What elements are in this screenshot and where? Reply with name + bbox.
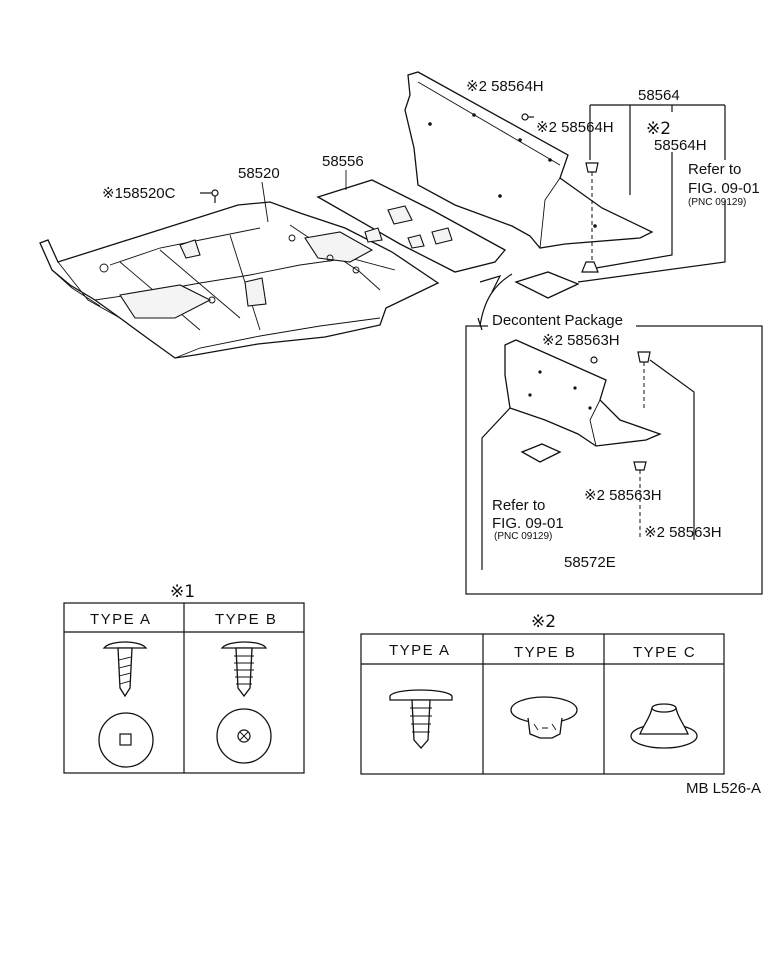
clip2-type-b-icon [510,696,578,739]
clip-icon-58564h-lower [581,261,599,273]
label-58564h-right-mark: ※2 [646,119,671,139]
table2-header-type-c: TYPE C [633,644,696,661]
table1-header-type-a: TYPE A [90,611,152,628]
clip-type-b-icon [216,641,272,764]
label-58520c: ※158520C [102,185,176,202]
label-decontent-package: Decontent Package [492,312,623,329]
label-58563h-top: ※2 58563H [542,332,620,349]
clip-icon-58563h-right [637,351,651,363]
clip-icon-58563h-lower [633,461,647,471]
table2-header-type-b: TYPE B [514,644,576,661]
floor-pad-58556 [316,179,507,273]
refer-top-line1: Refer to [688,161,741,178]
label-58520: 58520 [238,165,280,182]
clip-icon-58563h-top [590,356,598,364]
figure-code: MB L526-A [686,780,761,797]
table2-mark: ※2 [531,612,556,632]
rear-trim-58564 [404,71,654,249]
clip-icon-58520c [200,189,219,203]
label-58564h-top: ※2 58564H [466,78,544,95]
label-58563h-mid: ※2 58563H [584,487,662,504]
refer-inner-line3: (PNC 09129) [494,531,552,542]
label-58563h-low: ※2 58563H [644,524,722,541]
clip2-type-a-icon [389,689,453,749]
clip-icon-58564h-top [521,113,534,121]
floor-carpet-58520 [39,201,440,359]
table2-header-type-a: TYPE A [389,642,451,659]
fastener-table-2 [360,633,725,775]
clip-icon-58564h-upper [585,162,599,173]
table1-mark: ※1 [170,582,195,602]
refer-top-line2: FIG. 09-01 [688,180,760,197]
rear-trim-58572e [504,339,662,447]
label-58564: 58564 [638,87,680,104]
refer-top-line3: (PNC 09129) [688,197,746,208]
refer-inner-line1: Refer to [492,497,545,514]
refer-inner-line2: FIG. 09-01 [492,515,564,532]
clip-type-a-icon [98,641,154,768]
small-pad [514,271,580,299]
table1-header-type-b: TYPE B [215,611,277,628]
small-pad-inner [520,443,562,463]
clip2-type-c-icon [630,703,698,749]
label-58556: 58556 [322,153,364,170]
label-58572e: 58572E [564,554,616,571]
label-58564h-right: 58564H [654,137,707,154]
fastener-table-1 [63,602,305,774]
label-58564h-mid: ※2 58564H [536,119,614,136]
